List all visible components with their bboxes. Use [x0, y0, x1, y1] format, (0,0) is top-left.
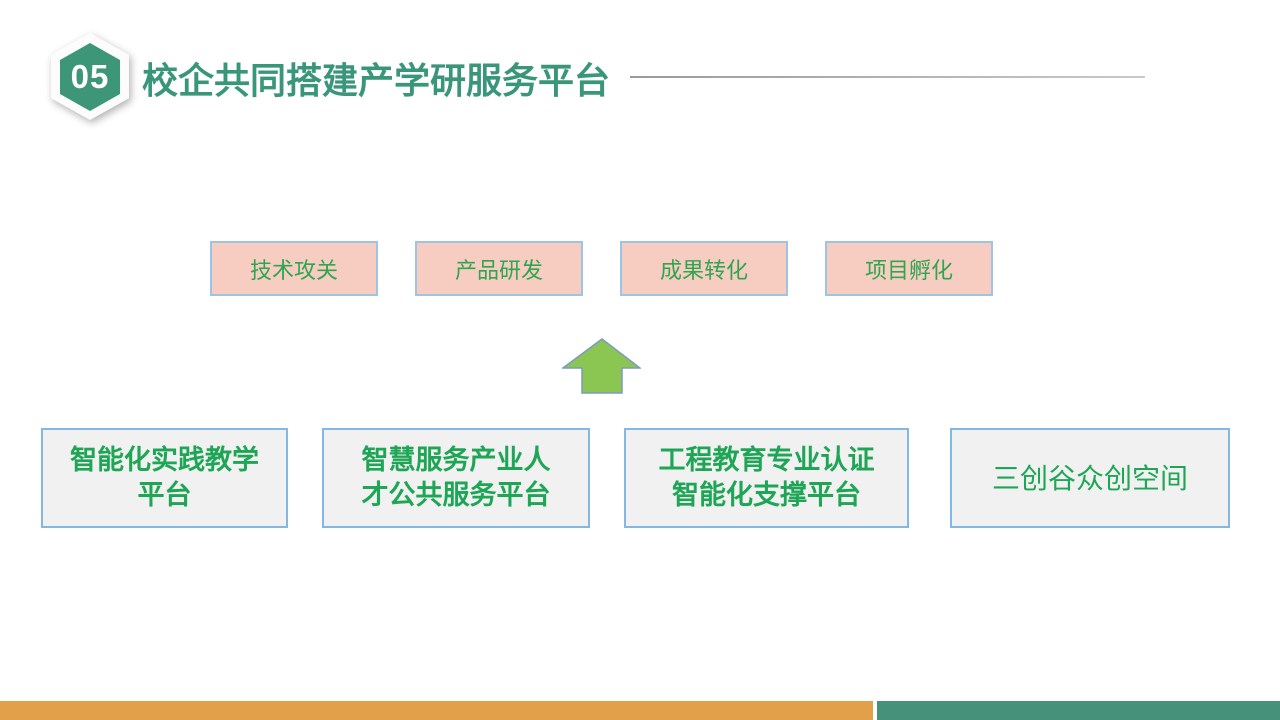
platform-label-line: 平台 — [137, 480, 192, 510]
page-title: 校企共同搭建产学研服务平台 — [142, 60, 611, 101]
badge-number: 05 — [70, 58, 110, 95]
platform-label-line: 智慧服务产业人 — [361, 445, 551, 475]
platform-box-engineering-accreditation: 工程教育专业认证 智能化支撑平台 — [624, 428, 909, 528]
hexagon-icon: 05 — [51, 33, 129, 120]
platform-label-line: 才公共服务平台 — [361, 480, 551, 510]
platform-box-smart-service-talent: 智慧服务产业人 才公共服务平台 — [322, 428, 590, 528]
function-box-label: 成果转化 — [659, 257, 748, 283]
function-box-product-dev: 产品研发 — [415, 241, 583, 296]
platform-box-label: 工程教育专业认证 智能化支撑平台 — [659, 443, 875, 513]
function-box-label: 技术攻关 — [249, 257, 338, 283]
platform-label-line: 三创谷众创空间 — [991, 462, 1188, 494]
platform-label-line: 智能化支撑平台 — [672, 480, 861, 510]
platform-label-line: 智能化实践教学 — [70, 445, 259, 475]
platform-box-label: 三创谷众创空间 — [992, 461, 1188, 496]
function-box-label: 产品研发 — [454, 257, 543, 283]
platform-box-label: 智能化实践教学 平台 — [70, 443, 259, 513]
platform-box-practice-teaching: 智能化实践教学 平台 — [41, 428, 288, 528]
function-box-label: 项目孵化 — [864, 257, 953, 283]
function-row: 技术攻关 产品研发 成果转化 项目孵化 — [210, 241, 993, 296]
platform-box-maker-space: 三创谷众创空间 — [950, 428, 1230, 528]
footer-bar-green — [877, 701, 1280, 720]
up-arrow-icon — [562, 338, 641, 394]
function-box-tech-research: 技术攻关 — [210, 241, 378, 296]
hexagon-inner: 05 — [60, 43, 120, 111]
footer-bar-orange — [0, 701, 873, 720]
platform-box-label: 智慧服务产业人 才公共服务平台 — [362, 443, 551, 513]
platform-label-line: 工程教育专业认证 — [658, 445, 875, 475]
section-number-badge: 05 — [51, 33, 129, 120]
function-box-achievement-transform: 成果转化 — [620, 241, 788, 296]
function-box-project-incubation: 项目孵化 — [825, 241, 993, 296]
title-divider-line — [630, 76, 1145, 78]
